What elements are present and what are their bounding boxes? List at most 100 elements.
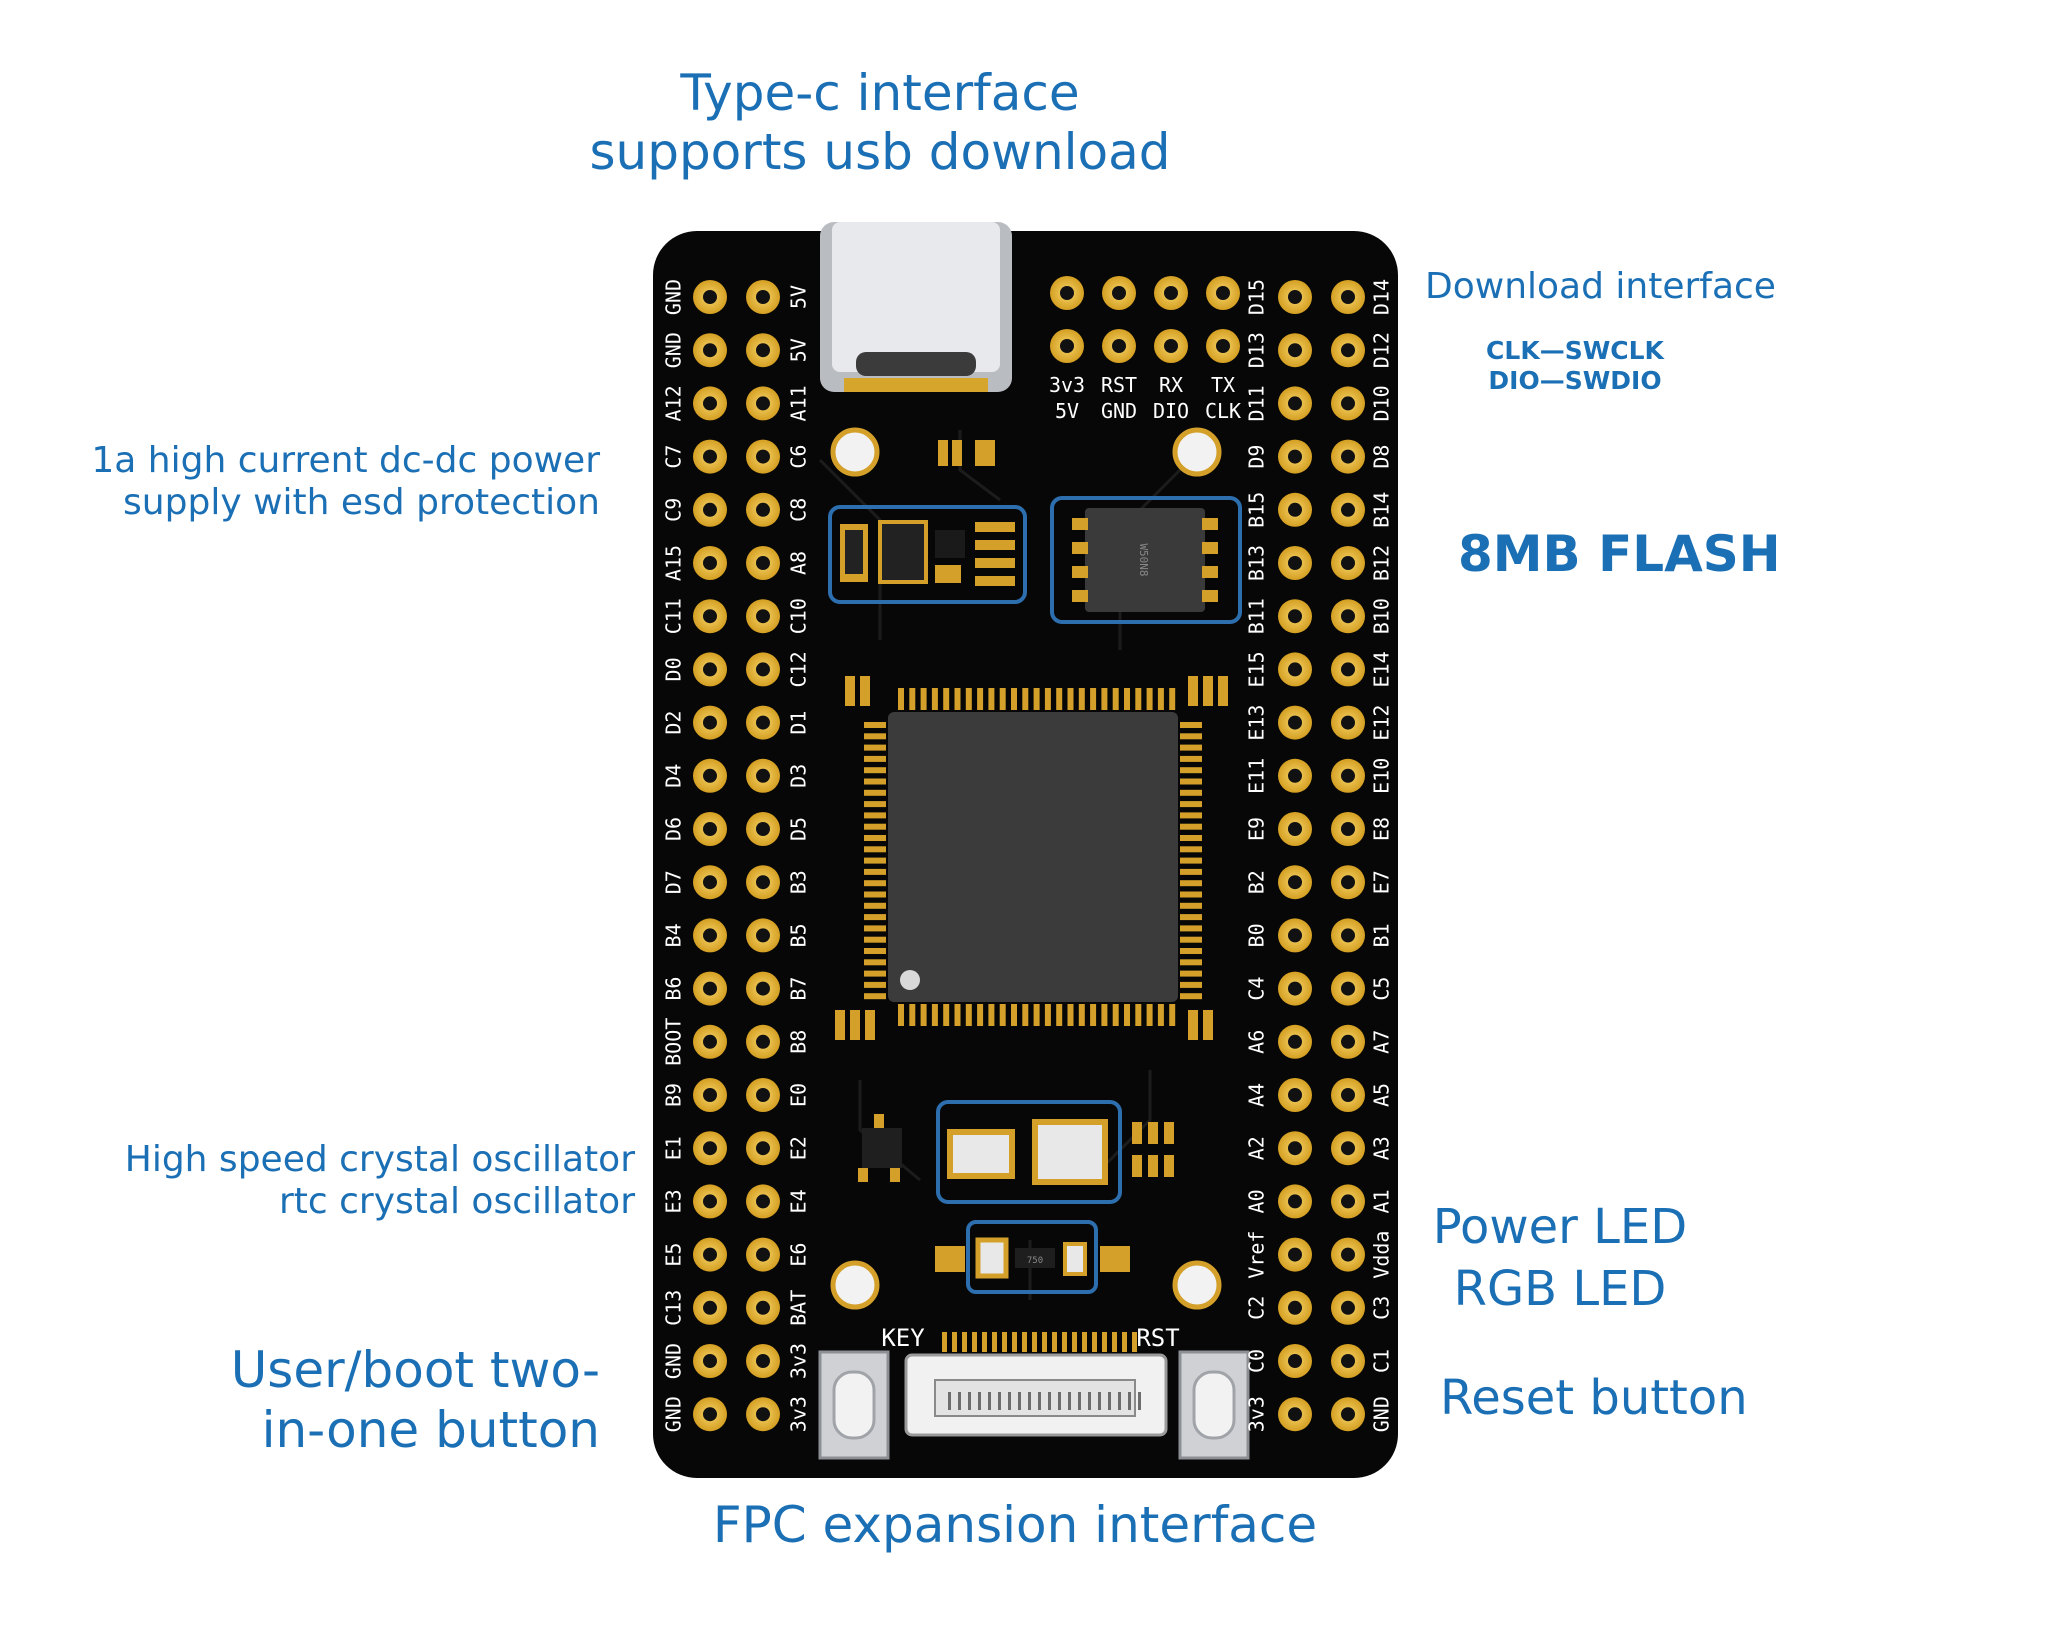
header-pin-pad bbox=[1331, 1131, 1365, 1166]
crystal-callout-line-2: rtc crystal oscillator bbox=[278, 1181, 635, 1223]
swd-label-bottom: CLK bbox=[1205, 399, 1241, 423]
pin-label: E12 bbox=[1370, 705, 1394, 741]
pin-label: A8 bbox=[787, 551, 811, 575]
header-pin-pad bbox=[746, 812, 780, 846]
pin-label: C13 bbox=[662, 1290, 686, 1326]
pin-label: E7 bbox=[1370, 870, 1394, 894]
swd-pad bbox=[1102, 276, 1136, 310]
header-pin-pad bbox=[693, 439, 727, 474]
header-pin-pad bbox=[1331, 865, 1365, 900]
pin-label: 5V bbox=[787, 338, 811, 362]
swd-pad bbox=[1154, 329, 1188, 363]
pin-label: E2 bbox=[787, 1136, 811, 1160]
pin-label: D15 bbox=[1245, 279, 1269, 315]
pin-label: A2 bbox=[1245, 1136, 1269, 1160]
header-pin-pad bbox=[1331, 439, 1365, 474]
header-pin-pad bbox=[746, 599, 780, 634]
pin-label: Vref bbox=[1245, 1231, 1269, 1279]
pin-label: B3 bbox=[787, 870, 811, 894]
header-pin-pad bbox=[693, 599, 727, 634]
header-pin-pad bbox=[746, 386, 780, 421]
pin-label: E0 bbox=[787, 1083, 811, 1107]
leds-callout-line-1: Power LED bbox=[1432, 1199, 1688, 1255]
header-pin-pad bbox=[1331, 812, 1365, 846]
header-pin-pad bbox=[1278, 1237, 1312, 1272]
swd-mapping-line-2: DIO—SWDIO bbox=[1488, 365, 1662, 395]
pin-label: D4 bbox=[662, 764, 686, 788]
pin-label: BAT bbox=[787, 1290, 811, 1326]
header-pin-pad bbox=[746, 1344, 780, 1378]
pin-label: Vdda bbox=[1370, 1231, 1394, 1279]
pin-label: 5V bbox=[787, 285, 811, 309]
header-pin-pad bbox=[746, 1131, 780, 1166]
pin-label: E4 bbox=[787, 1189, 811, 1213]
header-pin-pad bbox=[1331, 280, 1365, 314]
pin-label: A4 bbox=[1245, 1083, 1269, 1107]
pin-label: B0 bbox=[1245, 923, 1269, 947]
header-pin-pad bbox=[693, 1024, 727, 1059]
header-pin-pad bbox=[693, 652, 727, 687]
user-button-callout-line-1: User/boot two- bbox=[230, 1341, 600, 1399]
pin-label: D3 bbox=[787, 764, 811, 788]
pin-label: A7 bbox=[1370, 1030, 1394, 1054]
swd-label-top: RST bbox=[1101, 373, 1137, 397]
flash-callout: 8MB FLASH bbox=[1458, 525, 1781, 583]
header-pin-pad bbox=[1278, 1290, 1312, 1325]
pin-label: D13 bbox=[1245, 332, 1269, 368]
header-pin-pad bbox=[1331, 492, 1365, 527]
pin-label: E11 bbox=[1245, 758, 1269, 794]
typec-callout: Type-c interface supports usb download bbox=[575, 64, 1185, 182]
header-pin-pad bbox=[1331, 971, 1365, 1006]
header-pin-pad bbox=[693, 546, 727, 580]
fpc-callout: FPC expansion interface bbox=[712, 1496, 1318, 1554]
pin-label: E8 bbox=[1370, 817, 1394, 841]
top-small-components bbox=[938, 440, 995, 466]
header-pin-pad bbox=[1331, 705, 1365, 740]
pin-label: C11 bbox=[662, 598, 686, 634]
header-pin-pad bbox=[693, 1237, 727, 1272]
pin-label: B13 bbox=[1245, 545, 1269, 581]
crystal-callout: High speed crystal oscillator rtc crysta… bbox=[10, 1139, 635, 1224]
pin-label: C5 bbox=[1370, 977, 1394, 1001]
header-pin-pad bbox=[1331, 1078, 1365, 1112]
header-pin-pad bbox=[1331, 599, 1365, 634]
header-pin-pad bbox=[1331, 652, 1365, 687]
pin-label: D10 bbox=[1370, 385, 1394, 421]
typec-callout-line-1: Type-c interface bbox=[680, 64, 1080, 122]
header-pin-pad bbox=[746, 280, 780, 314]
swd-pad bbox=[1102, 329, 1136, 363]
pin-label: C3 bbox=[1370, 1296, 1394, 1320]
header-pin-pad bbox=[1278, 280, 1312, 314]
crystal-callout-line-1: High speed crystal oscillator bbox=[124, 1139, 635, 1180]
pin-label: C0 bbox=[1245, 1349, 1269, 1373]
header-pin-pad bbox=[1278, 1184, 1312, 1219]
header-pin-pad bbox=[746, 1024, 780, 1059]
header-pin-pad bbox=[1278, 1397, 1312, 1432]
rst-label: RST bbox=[1136, 1324, 1179, 1352]
header-pin-pad bbox=[746, 492, 780, 527]
pin-label: GND bbox=[662, 332, 686, 368]
header-pin-pad bbox=[693, 1131, 727, 1166]
pin-label: E13 bbox=[1245, 705, 1269, 741]
header-pin-pad bbox=[1278, 599, 1312, 634]
header-pin-pad bbox=[746, 439, 780, 474]
header-pin-pad bbox=[1331, 1397, 1365, 1432]
pin-label: E9 bbox=[1245, 817, 1269, 841]
pin-label: D5 bbox=[787, 817, 811, 841]
swd-label-bottom: GND bbox=[1101, 399, 1137, 423]
pin-label: C6 bbox=[787, 445, 811, 469]
pin-label: D12 bbox=[1370, 332, 1394, 368]
pin-label: B6 bbox=[662, 977, 686, 1001]
header-pin-pad bbox=[1278, 333, 1312, 368]
pin-label: B2 bbox=[1245, 870, 1269, 894]
header-pin-pad bbox=[693, 1344, 727, 1378]
leds-callout-line-2: RGB LED bbox=[1453, 1261, 1667, 1318]
header-pin-pad bbox=[693, 280, 727, 314]
pin-label: A0 bbox=[1245, 1189, 1269, 1213]
pin-label: B4 bbox=[662, 923, 686, 947]
pin-label: B8 bbox=[787, 1030, 811, 1054]
pin-label: C1 bbox=[1370, 1349, 1394, 1373]
dcdc-block bbox=[828, 505, 1027, 604]
pin-label: B7 bbox=[787, 977, 811, 1001]
